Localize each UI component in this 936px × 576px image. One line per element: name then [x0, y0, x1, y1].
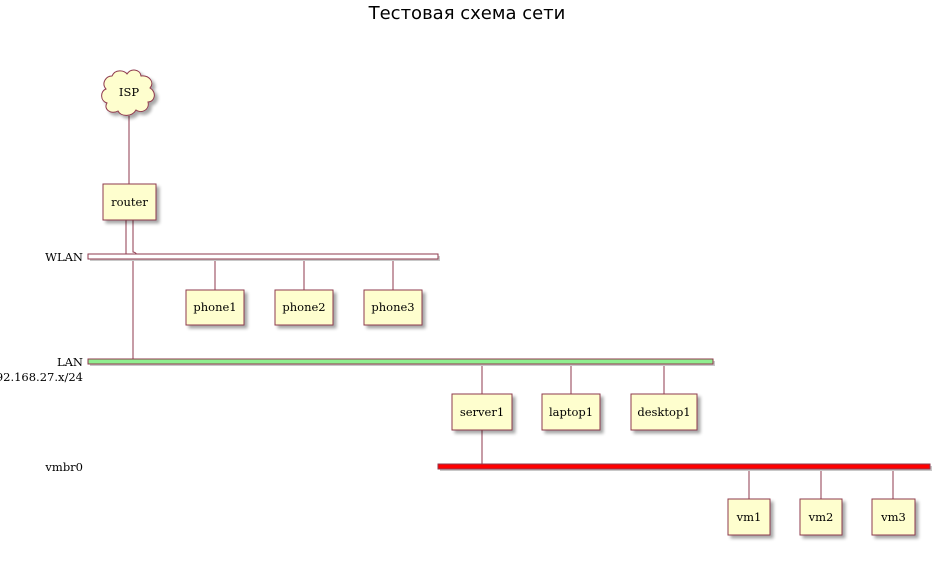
vm2-label: vm2 — [808, 510, 834, 524]
vm3-node: vm3 — [871, 498, 916, 536]
vm1-label: vm1 — [736, 510, 762, 524]
vmbr0-bus — [437, 463, 931, 470]
vm3-label: vm3 — [880, 510, 906, 524]
wlan-network: WLAN — [45, 250, 440, 264]
desktop1-label: desktop1 — [637, 405, 690, 419]
cloud-icon — [101, 69, 155, 116]
router-lan-link — [132, 220, 138, 360]
phone2-label: phone2 — [282, 300, 325, 314]
phone3-node: phone3 — [363, 289, 423, 326]
lan-label: LAN — [57, 355, 83, 369]
lan-bus — [87, 358, 714, 365]
vmbr0-network: vmbr0 — [44, 460, 932, 474]
phone1-label: phone1 — [193, 300, 236, 314]
lan-network: LAN 192.168.27.x/24 — [0, 355, 715, 384]
vm1-node: vm1 — [727, 498, 771, 536]
wlan-label: WLAN — [45, 250, 83, 264]
desktop1-node: desktop1 — [630, 393, 698, 431]
server1-node: server1 — [451, 393, 513, 431]
router-label: router — [111, 195, 148, 209]
lan-address: 192.168.27.x/24 — [0, 370, 83, 384]
vmbr0-label: vmbr0 — [44, 460, 83, 474]
phone1-node: phone1 — [185, 289, 245, 326]
vm2-node: vm2 — [799, 498, 843, 536]
server1-label: server1 — [460, 405, 504, 419]
laptop1-label: laptop1 — [549, 405, 593, 419]
laptop1-node: laptop1 — [541, 393, 601, 431]
router-node: router — [102, 183, 157, 221]
wlan-bus — [87, 253, 439, 260]
isp-label: ISP — [119, 85, 139, 99]
diagram-title: Тестовая схема сети — [368, 3, 566, 24]
phone2-node: phone2 — [274, 289, 334, 326]
phone3-label: phone3 — [371, 300, 414, 314]
isp-cloud: ISP — [101, 69, 155, 116]
